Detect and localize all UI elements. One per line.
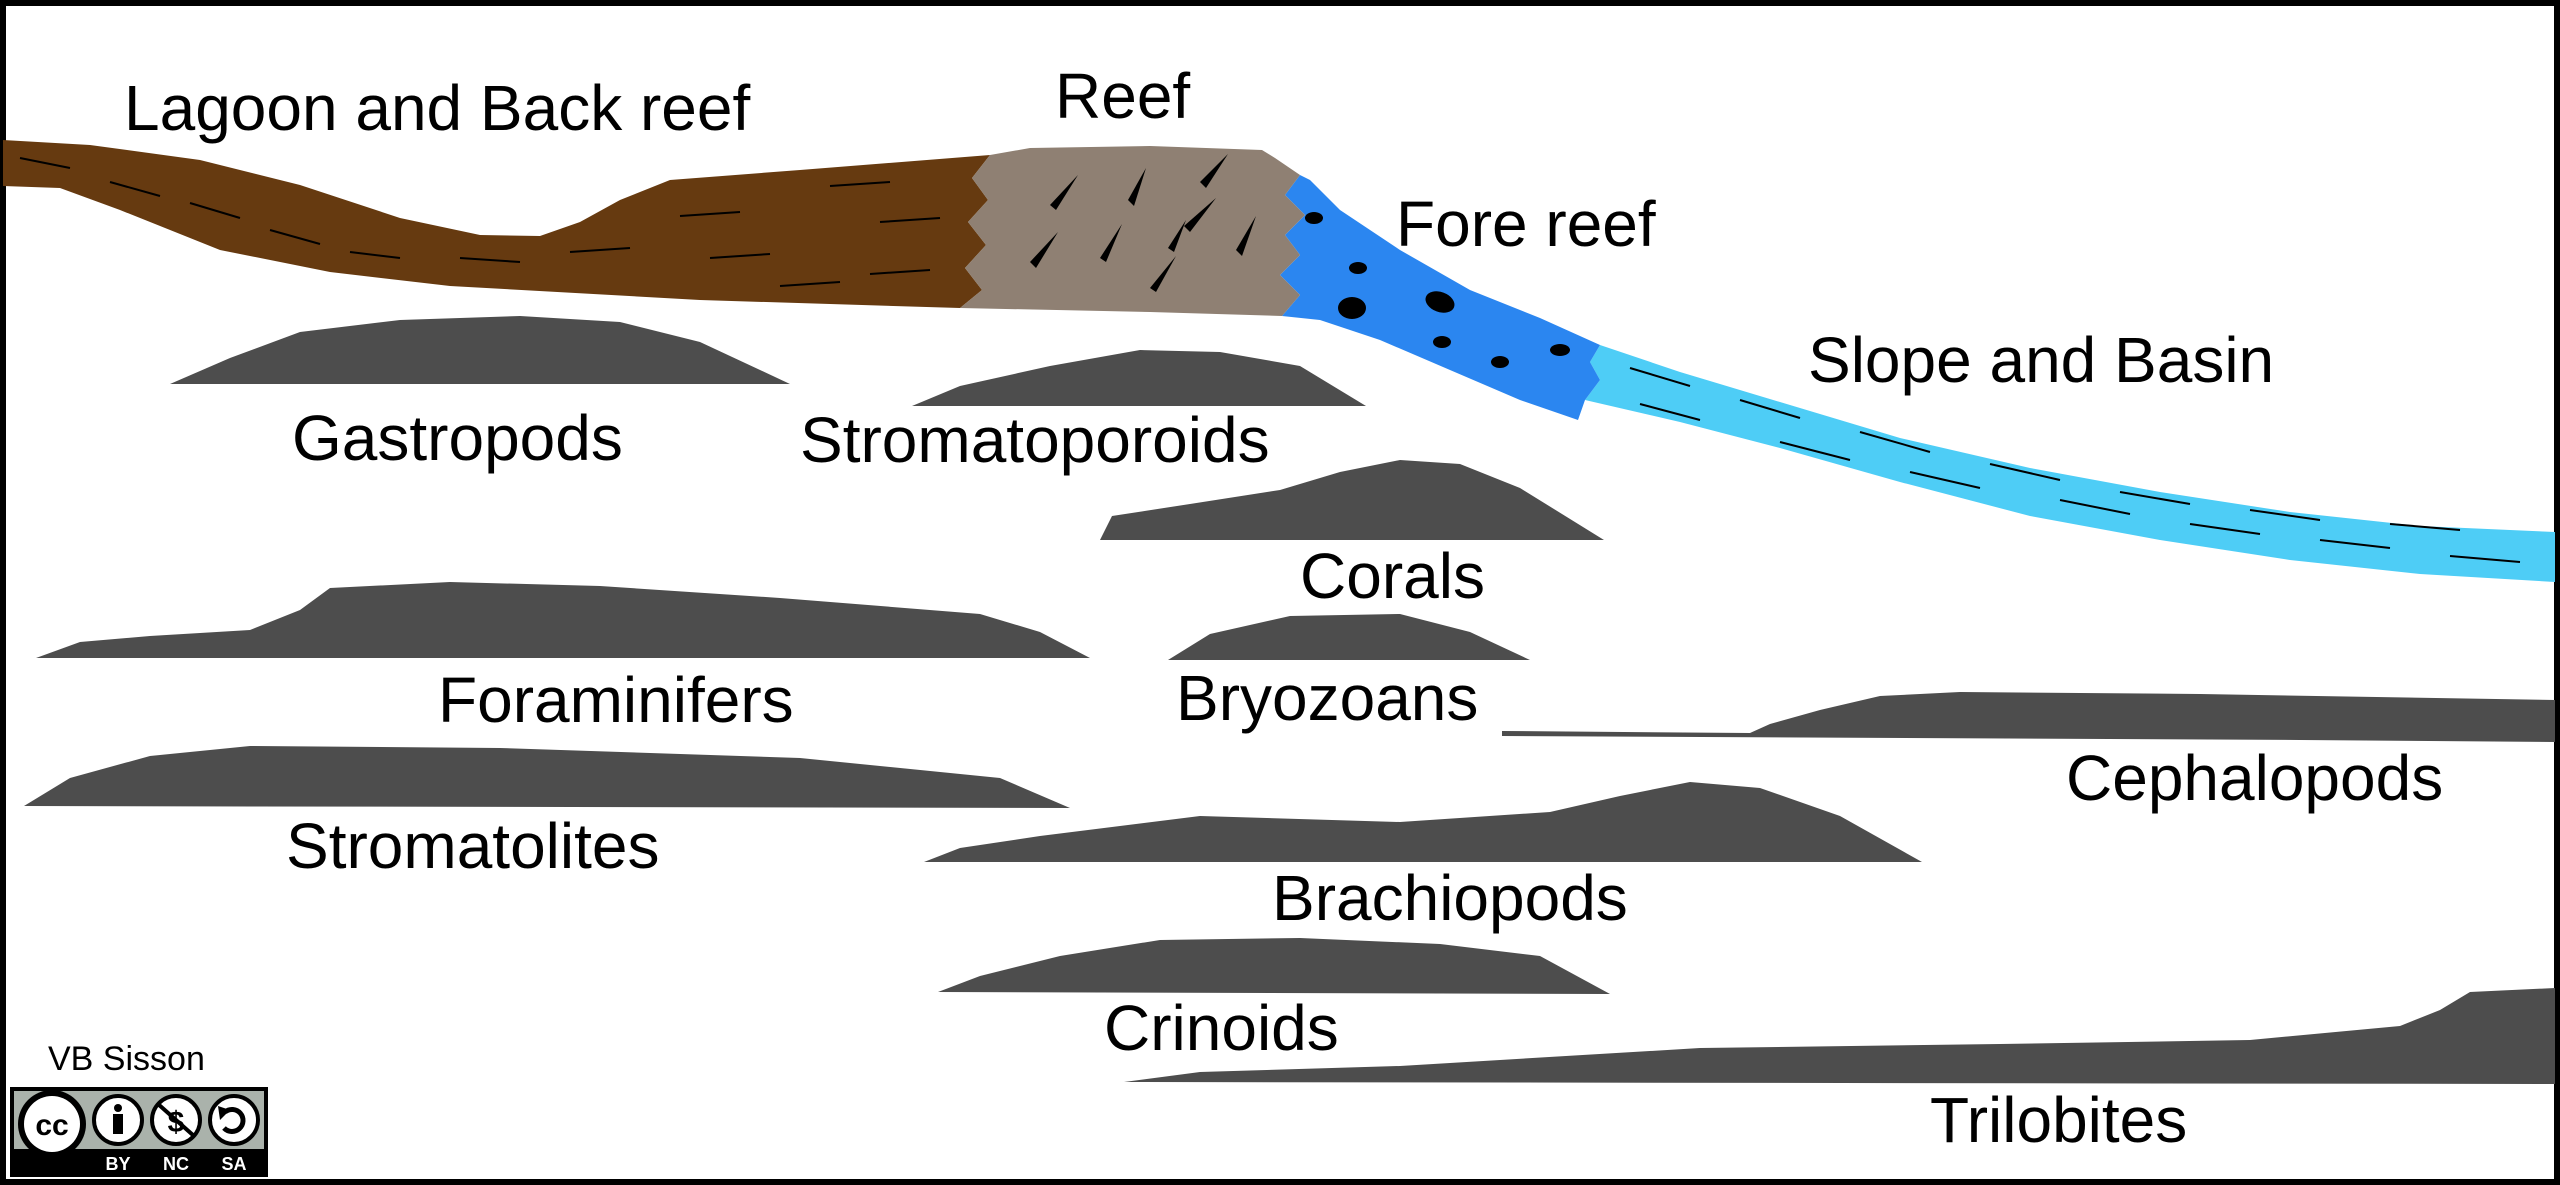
gastropods-range bbox=[170, 316, 790, 384]
bryozoans-range bbox=[1168, 614, 1530, 660]
zone-labels: Lagoon and Back reef Reef Fore reef Slop… bbox=[124, 60, 2274, 396]
fore-reef-label: Fore reef bbox=[1396, 188, 1656, 260]
corals-label: Corals bbox=[1300, 540, 1485, 612]
foraminifers-range bbox=[36, 582, 1090, 658]
trilobites-label: Trilobites bbox=[1930, 1084, 2187, 1156]
sa-share-icon bbox=[208, 1094, 260, 1146]
distribution-bands bbox=[24, 316, 2555, 1084]
gastropods-label: Gastropods bbox=[292, 402, 623, 474]
credit-block: VB Sisson cc $ bbox=[10, 1040, 268, 1177]
taxon-labels: Gastropods Stromatoporoids Corals Forami… bbox=[286, 402, 2443, 1156]
stromatoporoids-label: Stromatoporoids bbox=[800, 404, 1270, 476]
by-person-icon bbox=[92, 1094, 144, 1146]
cc-license-badge[interactable]: cc $ BY NC SA bbox=[10, 1087, 268, 1177]
svg-text:cc: cc bbox=[35, 1109, 68, 1142]
stromatolites-range bbox=[24, 746, 1070, 808]
lagoon-bedding-lines bbox=[19, 157, 941, 287]
reef-profile bbox=[3, 140, 2555, 582]
license-term-nc: NC bbox=[163, 1154, 189, 1174]
stromatoporoids-range bbox=[912, 350, 1366, 406]
cephalopods-label: Cephalopods bbox=[2066, 742, 2443, 814]
crinoids-label: Crinoids bbox=[1104, 992, 1339, 1064]
fore-reef-debris bbox=[1305, 212, 1570, 368]
nc-dollar-icon: $ bbox=[150, 1094, 202, 1146]
foraminifers-label: Foraminifers bbox=[438, 664, 794, 736]
lagoon-back-reef-zone bbox=[3, 140, 990, 308]
license-term-by: BY bbox=[105, 1154, 130, 1174]
cephalopods-range bbox=[1502, 692, 2555, 742]
slope-bedding-lines bbox=[1629, 367, 2521, 563]
bryozoans-label: Bryozoans bbox=[1176, 662, 1478, 734]
lagoon-back-reef-label: Lagoon and Back reef bbox=[124, 72, 750, 144]
author-credit: VB Sisson bbox=[48, 1040, 205, 1078]
brachiopods-range bbox=[924, 782, 1922, 862]
reef-core-zone bbox=[960, 146, 1305, 316]
slope-basin-zone bbox=[1585, 345, 2555, 582]
slope-basin-label: Slope and Basin bbox=[1808, 324, 2274, 396]
brachiopods-label: Brachiopods bbox=[1272, 862, 1628, 934]
crinoids-range bbox=[938, 938, 1610, 994]
trilobites-range bbox=[1124, 988, 2555, 1084]
cc-icon: cc bbox=[18, 1090, 86, 1158]
corals-range bbox=[1100, 460, 1604, 540]
reef-label: Reef bbox=[1055, 60, 1190, 132]
license-term-sa: SA bbox=[221, 1154, 246, 1174]
fore-reef-zone bbox=[1262, 158, 1600, 420]
stromatolites-label: Stromatolites bbox=[286, 810, 659, 882]
reef-framework-fossils bbox=[1030, 154, 1256, 292]
